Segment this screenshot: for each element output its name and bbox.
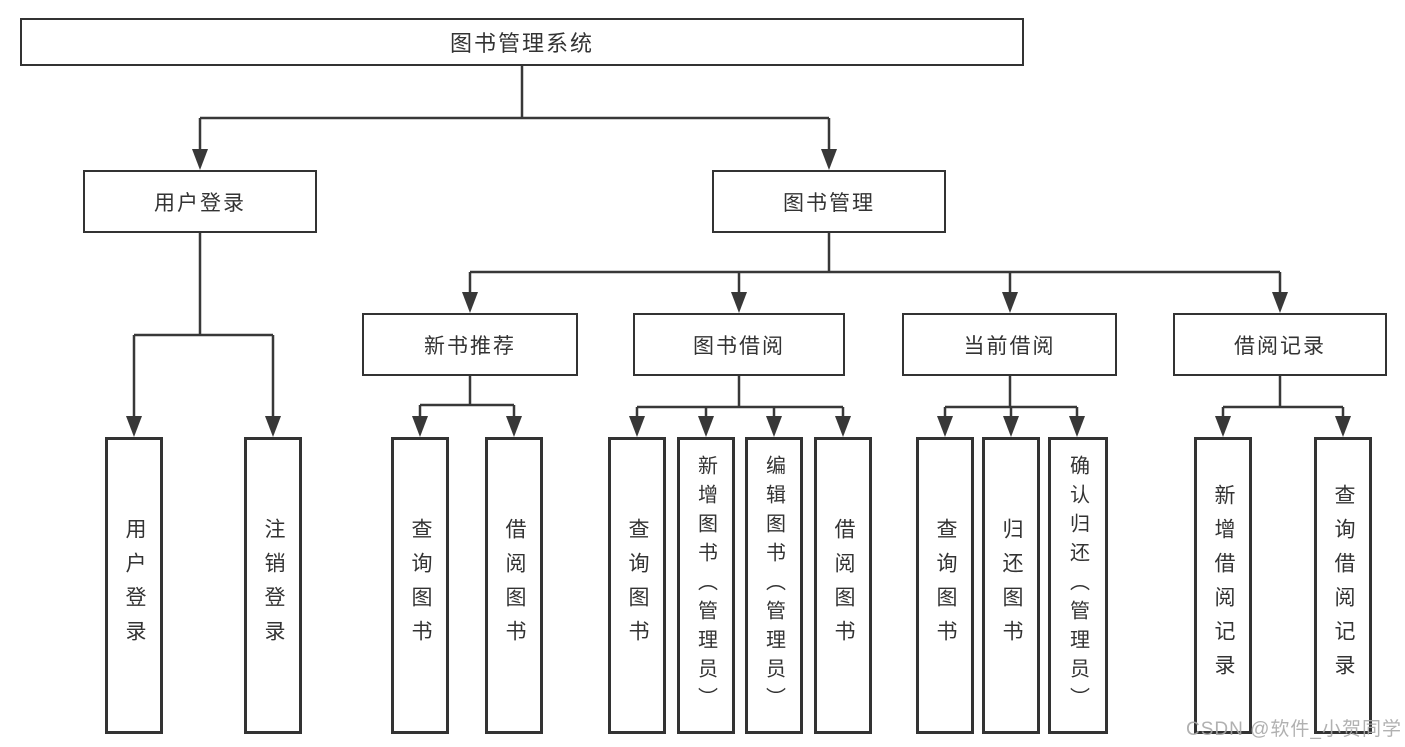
node-book-borrow: 图书借阅 <box>633 313 845 376</box>
leaf-query-book-current-label: 查询图书 <box>934 517 957 654</box>
leaf-add-borrow-record: 新增借阅记录 <box>1194 437 1252 734</box>
leaf-query-book-current: 查询图书 <box>916 437 974 734</box>
node-borrow-record: 借阅记录 <box>1173 313 1387 376</box>
leaf-user-login-label: 用户登录 <box>123 517 146 654</box>
leaf-logout-login: 注销登录 <box>244 437 302 734</box>
node-book-borrow-label: 图书借阅 <box>693 334 785 358</box>
leaf-user-login: 用户登录 <box>105 437 163 734</box>
node-book-management-label: 图书管理 <box>783 191 875 215</box>
leaf-query-book-recommend-label: 查询图书 <box>409 517 432 654</box>
node-current-borrow-label: 当前借阅 <box>963 334 1056 358</box>
node-new-book-recommend: 新书推荐 <box>362 313 578 376</box>
leaf-query-borrow-record-label: 查询借阅记录 <box>1332 483 1355 688</box>
leaf-borrow-book-recommend: 借阅图书 <box>485 437 543 734</box>
node-current-borrow: 当前借阅 <box>902 313 1117 376</box>
leaf-query-book-borrow: 查询图书 <box>608 437 666 734</box>
leaf-edit-book-admin: 编辑图书（管理员） <box>745 437 803 734</box>
leaf-logout-login-label: 注销登录 <box>262 517 285 654</box>
leaf-edit-book-admin-label: 编辑图书（管理员） <box>762 455 785 716</box>
node-borrow-record-label: 借阅记录 <box>1234 334 1326 358</box>
leaf-borrow-book-label: 借阅图书 <box>832 517 855 654</box>
node-new-book-recommend-label: 新书推荐 <box>424 334 516 358</box>
leaf-add-book-admin: 新增图书（管理员） <box>677 437 735 734</box>
node-user-login-label: 用户登录 <box>154 191 246 215</box>
leaf-query-borrow-record: 查询借阅记录 <box>1314 437 1372 734</box>
node-user-login: 用户登录 <box>83 170 317 233</box>
leaf-borrow-book: 借阅图书 <box>814 437 872 734</box>
leaf-query-book-borrow-label: 查询图书 <box>626 517 649 654</box>
leaf-confirm-return-admin: 确认归还（管理员） <box>1048 437 1108 734</box>
leaf-return-book: 归还图书 <box>982 437 1040 734</box>
leaf-return-book-label: 归还图书 <box>1000 517 1023 654</box>
csdn-watermark: CSDN @软件_小贺同学 <box>1186 719 1402 740</box>
leaf-add-borrow-record-label: 新增借阅记录 <box>1212 483 1235 688</box>
node-root-system: 图书管理系统 <box>20 18 1024 66</box>
node-book-management: 图书管理 <box>712 170 946 233</box>
node-root-label: 图书管理系统 <box>449 31 594 56</box>
leaf-confirm-return-admin-label: 确认归还（管理员） <box>1066 455 1089 716</box>
leaf-borrow-book-recommend-label: 借阅图书 <box>503 517 526 654</box>
leaf-add-book-admin-label: 新增图书（管理员） <box>694 455 717 716</box>
leaf-query-book-recommend: 查询图书 <box>391 437 449 734</box>
